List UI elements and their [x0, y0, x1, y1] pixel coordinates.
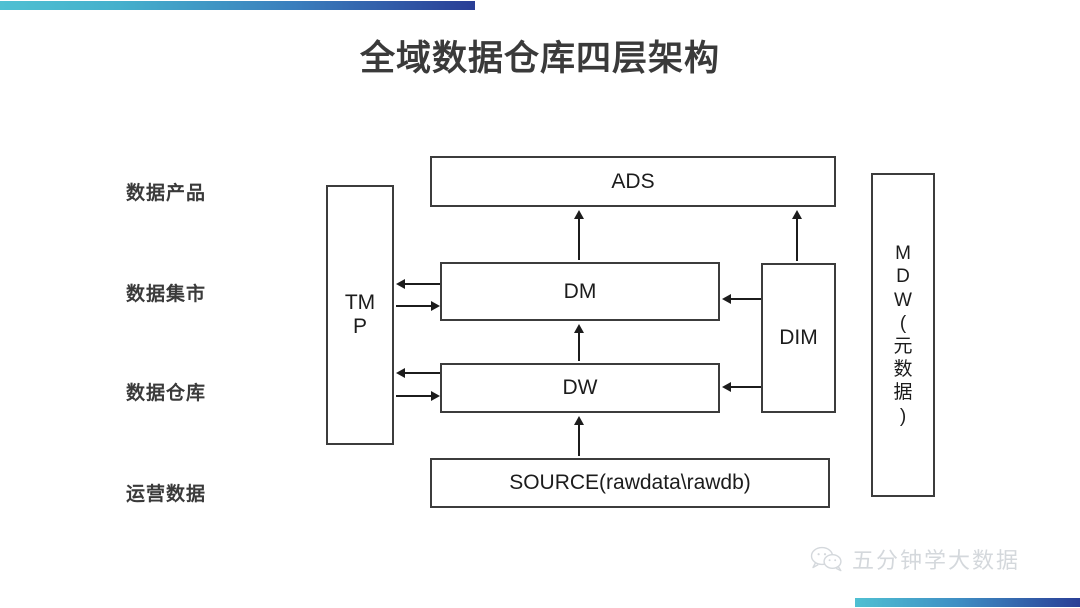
stage-label-data-mart: 数据集市 [126, 283, 207, 305]
arrow-shaft [730, 298, 761, 300]
arrow-head-icon [431, 391, 440, 401]
box-tmp: TM P [326, 185, 394, 445]
box-ads: ADS [430, 156, 836, 207]
arrow-shaft [396, 305, 432, 307]
wechat-icon [810, 546, 844, 572]
arrow-head-icon [574, 416, 584, 425]
arrow-tmp-to-dm [396, 300, 440, 312]
arrow-dim-to-dw [722, 381, 761, 393]
arrow-shaft [404, 372, 440, 374]
arrow-head-icon [574, 210, 584, 219]
arrow-source-to-dw [573, 416, 585, 456]
arrow-head-icon [396, 368, 405, 378]
box-ads-label: ADS [611, 169, 655, 193]
box-mdw-label: M D W ( 元 数 据 ) [893, 243, 913, 427]
top-accent-bar [0, 1, 475, 10]
box-dm-label: DM [563, 279, 597, 303]
arrow-dm-to-ads [573, 210, 585, 260]
arrow-shaft [396, 395, 432, 397]
arrow-head-icon [431, 301, 440, 311]
arrow-dw-to-tmp [396, 367, 440, 379]
arrow-dim-to-ads [791, 210, 803, 261]
arrow-shaft [730, 386, 761, 388]
arrow-shaft [404, 283, 440, 285]
arrow-shaft [578, 217, 580, 260]
watermark-text: 五分钟学大数据 [852, 549, 1021, 574]
arrow-head-icon [722, 382, 731, 392]
stage-label-operational-data: 运营数据 [126, 483, 207, 505]
stage-label-data-warehouse: 数据仓库 [126, 382, 207, 404]
page-title: 全域数据仓库四层架构 [359, 39, 720, 79]
arrow-shaft [796, 217, 798, 261]
box-dim-label: DIM [779, 326, 818, 349]
arrow-head-icon [574, 324, 584, 333]
box-dim: DIM [761, 263, 836, 413]
box-dw-label: DW [562, 376, 598, 399]
arrow-dw-to-dm [573, 324, 585, 361]
box-source-label: SOURCE(rawdata\rawdb) [509, 471, 751, 494]
arrow-dm-to-tmp [396, 278, 440, 290]
box-dm: DM [440, 262, 720, 321]
arrow-head-icon [792, 210, 802, 219]
arrow-shaft [578, 423, 580, 456]
arrow-shaft [578, 331, 580, 361]
arrow-head-icon [396, 279, 405, 289]
arrow-head-icon [722, 294, 731, 304]
arrow-dim-to-dm [722, 293, 761, 305]
box-tmp-label: TM P [344, 291, 376, 338]
box-mdw: M D W ( 元 数 据 ) [871, 173, 935, 497]
arrow-tmp-to-dw [396, 390, 440, 402]
box-source: SOURCE(rawdata\rawdb) [430, 458, 830, 508]
stage-label-data-product: 数据产品 [126, 182, 207, 204]
watermark: 五分钟学大数据 [810, 543, 1020, 575]
bottom-accent-bar [855, 598, 1080, 607]
box-dw: DW [440, 363, 720, 413]
